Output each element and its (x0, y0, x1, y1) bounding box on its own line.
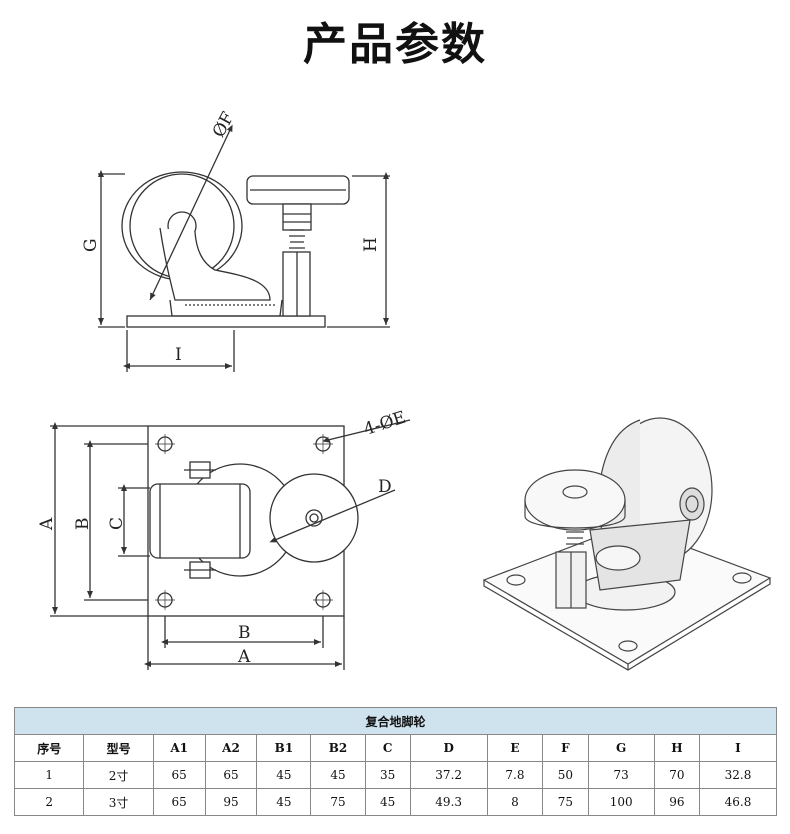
table-cell: 95 (204, 788, 258, 816)
table-row: 1 2寸 65 65 45 45 35 37.2 7.8 50 73 70 32… (13, 761, 778, 789)
table-cell: 46.8 (698, 788, 778, 816)
table-cell: 45 (256, 761, 312, 789)
table-header: B2 (310, 734, 366, 762)
table-cell: 2 (13, 788, 85, 816)
top-view (50, 419, 411, 670)
table-cell: 45 (364, 788, 411, 816)
label-a-left: A (37, 517, 57, 531)
table-cell: 65 (152, 761, 206, 789)
label-b-bottom: B (238, 623, 251, 643)
label-a-bottom: A (237, 647, 251, 667)
label-e: 4-ØE (361, 408, 408, 440)
table-cell: 1 (13, 761, 85, 789)
table-cell: 3寸 (83, 788, 154, 816)
table-cell: 7.8 (486, 761, 544, 789)
table-cell: 75 (542, 788, 589, 816)
table-cell: 32.8 (698, 761, 778, 789)
table-cell: 65 (204, 761, 258, 789)
table-cell: 49.3 (409, 788, 488, 816)
technical-drawing: ØF G H I (37, 109, 772, 671)
table-cell: 50 (542, 761, 589, 789)
table-cell: 2寸 (83, 761, 154, 789)
table-header: 序号 (13, 734, 85, 762)
table-header: F (542, 734, 589, 762)
table-header: I (698, 734, 778, 762)
table-header: B1 (256, 734, 312, 762)
table-cell: 45 (310, 761, 366, 789)
table-cell: 100 (587, 788, 655, 816)
table-header: 型号 (83, 734, 154, 762)
table-header-row: 序号 型号 A1 A2 B1 B2 C D E F G H I (13, 734, 778, 762)
table-cell: 75 (310, 788, 366, 816)
label-b-left: B (73, 518, 93, 531)
isometric-view (482, 417, 772, 671)
label-g: G (81, 238, 101, 252)
label-d: D (378, 477, 392, 497)
table-cell: 8 (486, 788, 544, 816)
side-view (98, 124, 390, 372)
label-h: H (361, 237, 381, 252)
table-cell: 45 (256, 788, 312, 816)
table-header: A1 (152, 734, 206, 762)
label-f: ØF (209, 109, 239, 141)
table-header: G (587, 734, 655, 762)
table-cell: 73 (587, 761, 655, 789)
table-cell: 35 (364, 761, 411, 789)
table-header: A2 (204, 734, 258, 762)
table-row: 2 3寸 65 95 45 75 45 49.3 8 75 100 96 46.… (13, 788, 778, 816)
table-caption: 复合地脚轮 (14, 707, 777, 735)
spec-table: 复合地脚轮 序号 型号 A1 A2 B1 B2 C D E F G H I 1 … (13, 707, 778, 816)
table-cell: 65 (152, 788, 206, 816)
page-title: 产品参数 (303, 19, 487, 70)
label-i: I (175, 345, 182, 365)
table-header: H (653, 734, 700, 762)
table-cell: 96 (653, 788, 700, 816)
table-header: D (409, 734, 488, 762)
table-cell: 37.2 (409, 761, 488, 789)
label-c-left: C (107, 517, 127, 530)
table-header: C (364, 734, 411, 762)
table-header: E (486, 734, 544, 762)
table-cell: 70 (653, 761, 700, 789)
